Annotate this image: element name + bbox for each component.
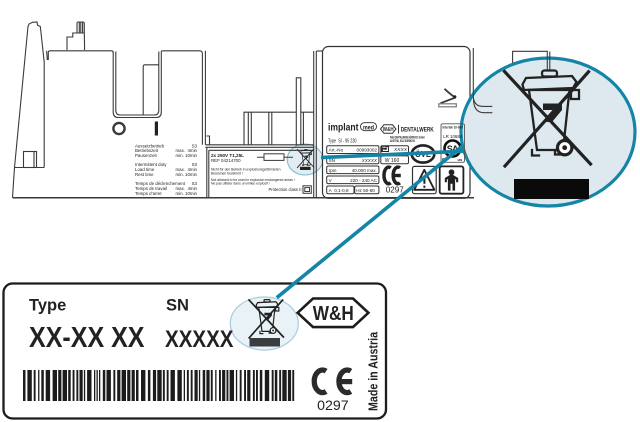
svg-text:SA: SA [447,144,459,154]
svg-text:XXXX: XXXX [393,147,408,152]
svg-text:S3: S3 [192,143,198,148]
svg-text:XXXXX: XXXXX [165,326,234,353]
svg-text:SN: SN [166,297,189,315]
svg-text:REF 04214700: REF 04214700 [211,158,241,163]
svg-text:W&H: W&H [383,127,394,133]
svg-text:Hz 50-60: Hz 50-60 [356,188,375,193]
svg-text:Intertek 10-03V: Intertek 10-03V [443,126,464,130]
svg-text:min. 10min: min. 10min [176,172,198,177]
svg-text:min. 10min: min. 10min [176,153,198,158]
svg-text:Bereichen bestimmt !: Bereichen bestimmt ! [211,171,243,175]
svg-text:rpm: rpm [329,168,337,173]
svg-text:0297: 0297 [317,397,349,413]
svg-text:Protection class II: Protection class II [268,187,301,192]
svg-text:0297: 0297 [386,185,404,194]
svg-text:Aussetzbetrieb: Aussetzbetrieb [135,143,165,148]
svg-text:V: V [329,178,333,183]
svg-text:Temps d’arret: Temps d’arret [135,191,162,196]
svg-text:2x 250V T1,25L: 2x 250V T1,25L [211,153,244,158]
svg-text:DENTALWERK: DENTALWERK [401,126,434,133]
svg-text:XXXXX: XXXXX [361,158,378,163]
svg-text:Made in Austria: Made in Austria [367,331,381,411]
svg-text:med: med [363,124,374,131]
svg-text:S3: S3 [192,181,198,186]
svg-text:XX-XX XX: XX-XX XX [29,322,145,354]
svg-text:Type: Type [29,297,66,315]
svg-text:Pausenzeit: Pausenzeit [135,153,158,158]
svg-text:S3: S3 [192,162,198,167]
svg-text:Temps de travail: Temps de travail [135,186,167,191]
svg-text:W&H: W&H [313,303,354,325]
svg-text:Temps de déclenchement: Temps de déclenchement [135,181,186,186]
svg-text:max. 4min: max. 4min [176,167,198,172]
svg-text:max. 4min: max. 4min [176,186,198,191]
svg-text:SN: SN [329,158,335,163]
svg-text:W&H DENTALWERK BÜRMOOS GmbH: W&H DENTALWERK BÜRMOOS GmbH [390,135,425,140]
svg-text:LR 10684: LR 10684 [443,134,463,139]
svg-text:W 160: W 160 [385,158,400,164]
svg-text:Ne pas utiliser dans un milieu: Ne pas utiliser dans un milieu explosif … [211,182,270,186]
svg-text:Art.-No: Art.-No [329,148,344,153]
svg-text:Nicht für den Betrieb in explo: Nicht für den Betrieb in explosionsgefäh… [211,168,281,172]
svg-text:max. 4min: max. 4min [176,148,198,153]
svg-text:Intermittent duty: Intermittent duty [135,162,167,167]
svg-text:Betriebszeit: Betriebszeit [135,148,159,153]
svg-text:00993002: 00993002 [357,148,378,153]
svg-text:implant: implant [328,121,359,133]
svg-text:us: us [458,157,463,162]
svg-text:A 0,1-0,8: A 0,1-0,8 [329,188,349,193]
svg-text:40.000 max.: 40.000 max. [352,168,377,173]
svg-text:Rest time: Rest time [135,172,154,177]
svg-text:Load time: Load time [135,167,155,172]
svg-text:220 - 240 AC: 220 - 240 AC [350,178,377,183]
svg-text:Type SI - 95 230: Type SI - 95 230 [328,139,357,145]
svg-text:Not allowed to be used in expl: Not allowed to be used in explosion enda… [211,178,295,182]
svg-text:min. 10min: min. 10min [176,191,198,196]
svg-text:AUSTRIA, 5111 BÜRMOOS: AUSTRIA, 5111 BÜRMOOS [390,138,415,143]
